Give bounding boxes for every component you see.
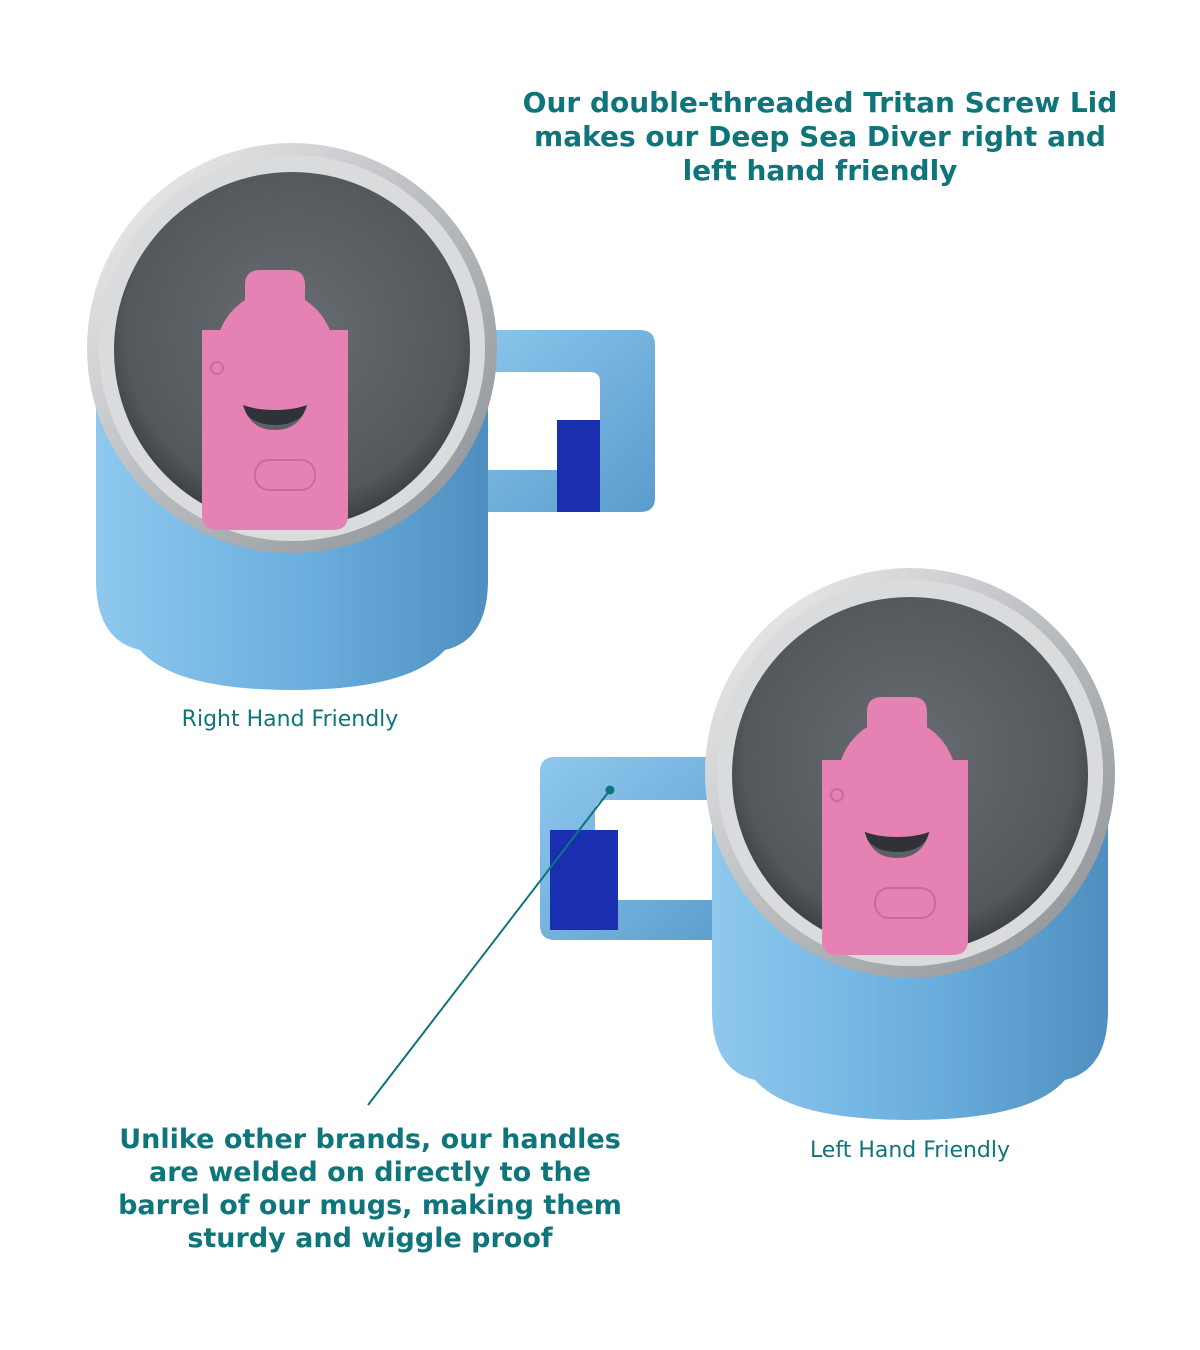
mug-handle bbox=[540, 757, 745, 940]
headline: Our double-threaded Tritan Screw Lid mak… bbox=[522, 86, 1118, 188]
left-hand-label: Left Hand Friendly bbox=[809, 1138, 1011, 1163]
lid-tab bbox=[837, 697, 957, 837]
mug-right-hand bbox=[87, 143, 655, 690]
mug-left-hand bbox=[540, 568, 1115, 1120]
right-hand-label: Right Hand Friendly bbox=[181, 707, 399, 732]
callout-dot bbox=[605, 785, 615, 795]
handle-callout-text: Unlike other brands, our handles are wel… bbox=[118, 1124, 622, 1254]
mug-handle bbox=[455, 330, 655, 512]
callout-leader bbox=[367, 785, 615, 1106]
lid-tab bbox=[215, 270, 335, 410]
